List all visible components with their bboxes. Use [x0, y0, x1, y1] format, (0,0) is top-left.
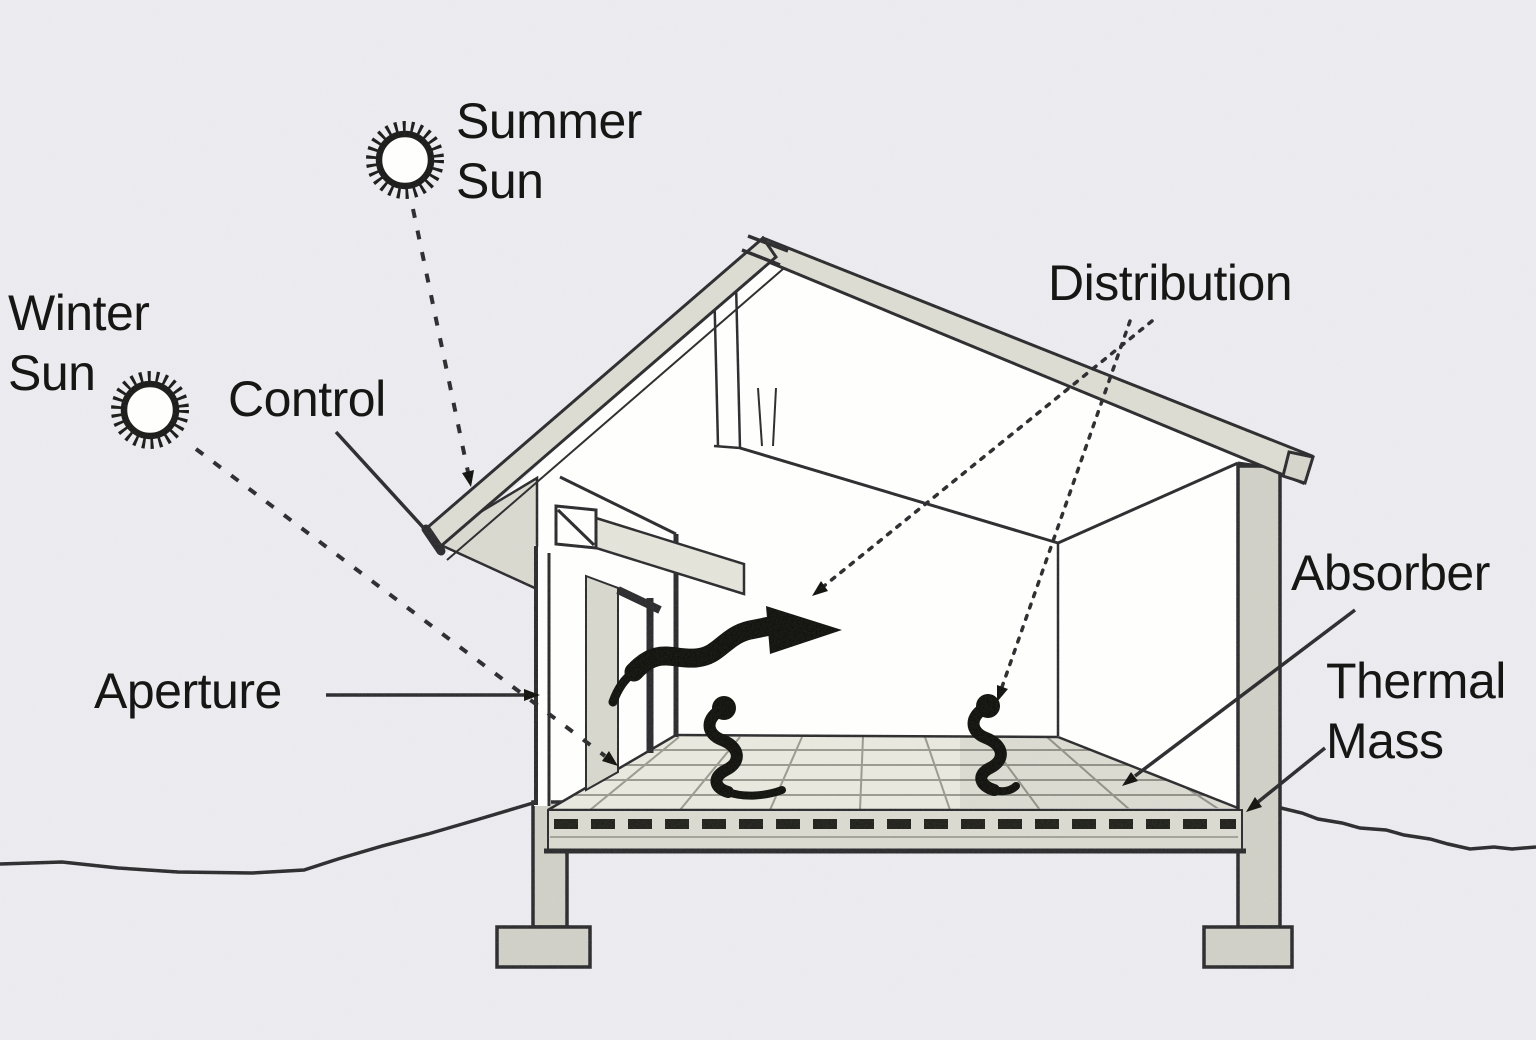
winter-sun-label: Winter Sun: [8, 285, 150, 401]
thermal-mass-label: Thermal Mass: [1326, 653, 1506, 769]
aperture-label: Aperture: [94, 663, 282, 719]
absorber-label: Absorber: [1291, 545, 1490, 601]
summer-sun-label: Summer Sun: [456, 93, 642, 209]
control-label: Control: [228, 371, 386, 427]
distribution-label: Distribution: [1048, 255, 1293, 311]
